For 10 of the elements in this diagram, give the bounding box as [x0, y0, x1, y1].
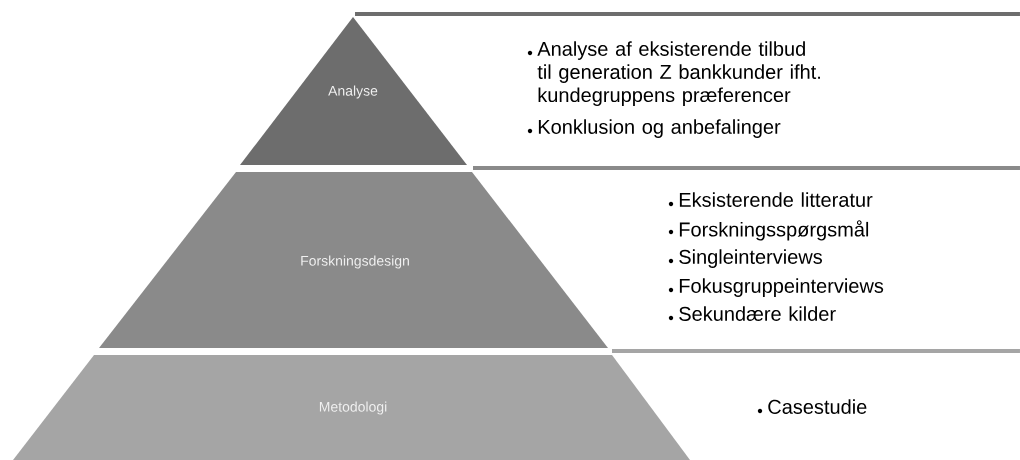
bullet-item: Analyse af eksisterende tilbud til generation Z bankkunder ifht. kundegruppens præferencer [527, 41, 820, 107]
pyramid-tier: Metodologi [13, 355, 690, 460]
bullet-item: Fokusgruppeinterviews [668, 278, 884, 297]
bullet-item: Casestudie [757, 399, 867, 414]
pyramid-tier: Forskningsdesign [99, 172, 608, 348]
bullet-item: Sekundære kilder [668, 306, 836, 321]
bullet-item: Eksisterende litteratur [668, 192, 873, 207]
bullet-item: Singleinterviews [668, 249, 822, 268]
bullet-item: Konklusion og anbefalinger [527, 119, 781, 138]
bullet-item: Forskningsspørgsmål [668, 220, 869, 241]
